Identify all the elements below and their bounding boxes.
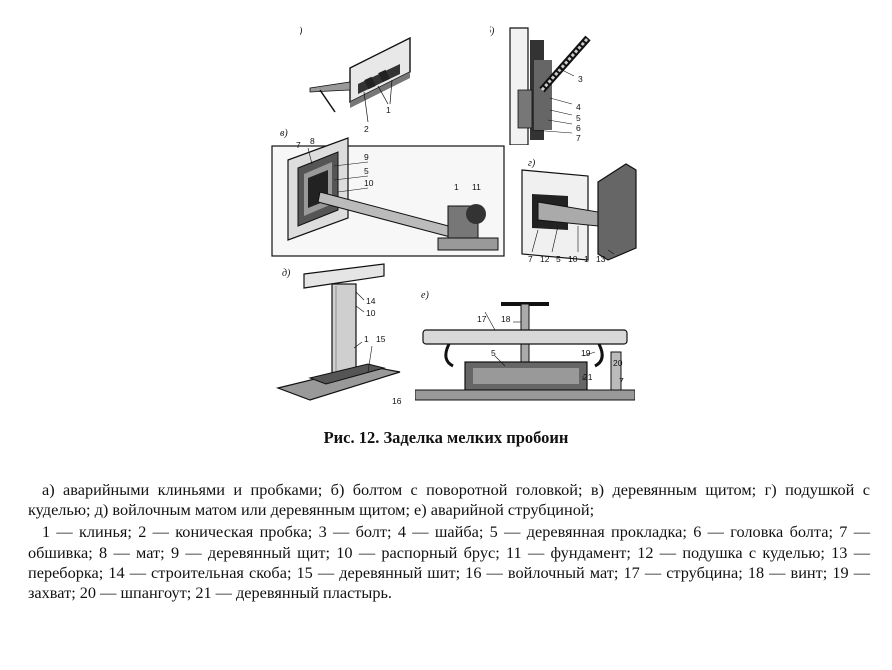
callout-d-14: 14: [366, 296, 376, 306]
figure-panel-b: б) 3 4 5 6 7: [490, 20, 610, 145]
callout-b-7: 7: [576, 133, 581, 143]
callout-g-5: 5: [556, 254, 561, 264]
panel-label-a: а): [300, 26, 303, 37]
panel-d-drawing: д) 14 10 1 15 16: [275, 263, 402, 406]
callout-d-1: 1: [364, 334, 369, 344]
callout-v-5: 5: [364, 166, 369, 176]
figure-description: а) аварийными клиньями и пробками; б) бо…: [28, 480, 870, 603]
callout-e-5: 5: [491, 348, 496, 358]
panel-descriptions: а) аварийными клиньями и пробками; б) бо…: [28, 480, 870, 520]
callout-e-21: 21: [583, 372, 593, 382]
panel-v-drawing: в) 7 8 9 5 10 1 11: [271, 128, 505, 257]
callout-v-1: 1: [454, 182, 459, 192]
panel-label-b: б): [490, 26, 495, 37]
panel-label-v: в): [280, 128, 288, 139]
callout-g-10: 10: [568, 254, 578, 264]
callout-a-1: 1: [386, 105, 391, 115]
figure-panel-v: в) 7 8 9 5 10 1 11: [268, 118, 508, 258]
panel-label-g: г): [528, 158, 536, 169]
callout-d-16: 16: [392, 396, 402, 406]
callout-v-7: 7: [296, 140, 301, 150]
panel-label-d: д): [282, 268, 291, 279]
callout-g-13: 13: [596, 254, 606, 264]
callout-g-1: 1: [584, 254, 589, 264]
callout-d-10: 10: [366, 308, 376, 318]
panel-label-e: е): [421, 290, 429, 301]
callout-d-15: 15: [376, 334, 386, 344]
callout-g-12: 12: [540, 254, 550, 264]
callout-b-5: 5: [576, 113, 581, 123]
callout-e-19: 19: [581, 348, 591, 358]
callout-v-8: 8: [310, 136, 315, 146]
panel-g-drawing: г) 7 12 5 10 1 13: [521, 158, 637, 264]
legend-text: 1 — клинья; 2 — коническая пробка; 3 — б…: [28, 522, 870, 603]
callout-a-2: 2: [364, 124, 369, 134]
panel-b-drawing: б) 3 4 5 6 7: [490, 26, 591, 145]
callout-v-10: 10: [364, 178, 374, 188]
panel-a-drawing: а) 1 2: [300, 26, 411, 134]
callout-b-3: 3: [578, 74, 583, 84]
callout-e-20: 20: [613, 358, 623, 368]
figure-panel-g: г) 7 12 5 10 1 13: [518, 150, 643, 275]
panel-e-drawing: е) 17 18 5 19 20 21 7: [415, 290, 635, 401]
callout-e-18: 18: [501, 314, 511, 324]
figure-panel-d: д) 14 10 1 15 16: [268, 262, 413, 412]
figure-panel-e: е) 17 18 5 19 20 21 7: [415, 282, 635, 412]
callout-b-4: 4: [576, 102, 581, 112]
callout-v-11: 11: [472, 182, 481, 192]
callout-g-7: 7: [528, 254, 533, 264]
callout-b-6: 6: [576, 123, 581, 133]
callout-v-9: 9: [364, 152, 369, 162]
callout-e-17: 17: [477, 314, 487, 324]
callout-e-7: 7: [619, 376, 624, 386]
figure-panel-a: а) 1 2: [300, 20, 430, 145]
figure-caption: Рис. 12. Заделка мелких пробоин: [323, 428, 569, 447]
